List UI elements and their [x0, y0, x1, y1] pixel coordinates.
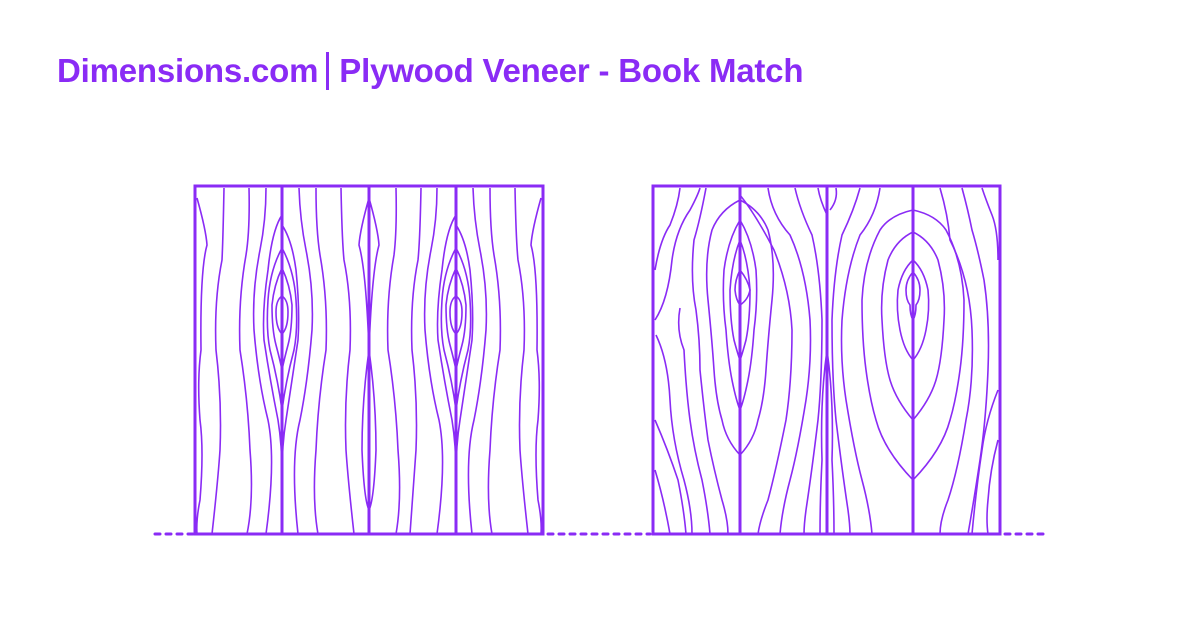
title-separator — [326, 52, 330, 90]
panel-book-match-cathedral — [651, 184, 1002, 536]
panel-book-match-vertical — [193, 184, 545, 536]
brand-name: Dimensions.com — [57, 52, 319, 89]
page-title: Dimensions.com Plywood Veneer - Book Matc… — [57, 52, 803, 90]
drawing-title: Plywood Veneer - Book Match — [339, 52, 804, 89]
